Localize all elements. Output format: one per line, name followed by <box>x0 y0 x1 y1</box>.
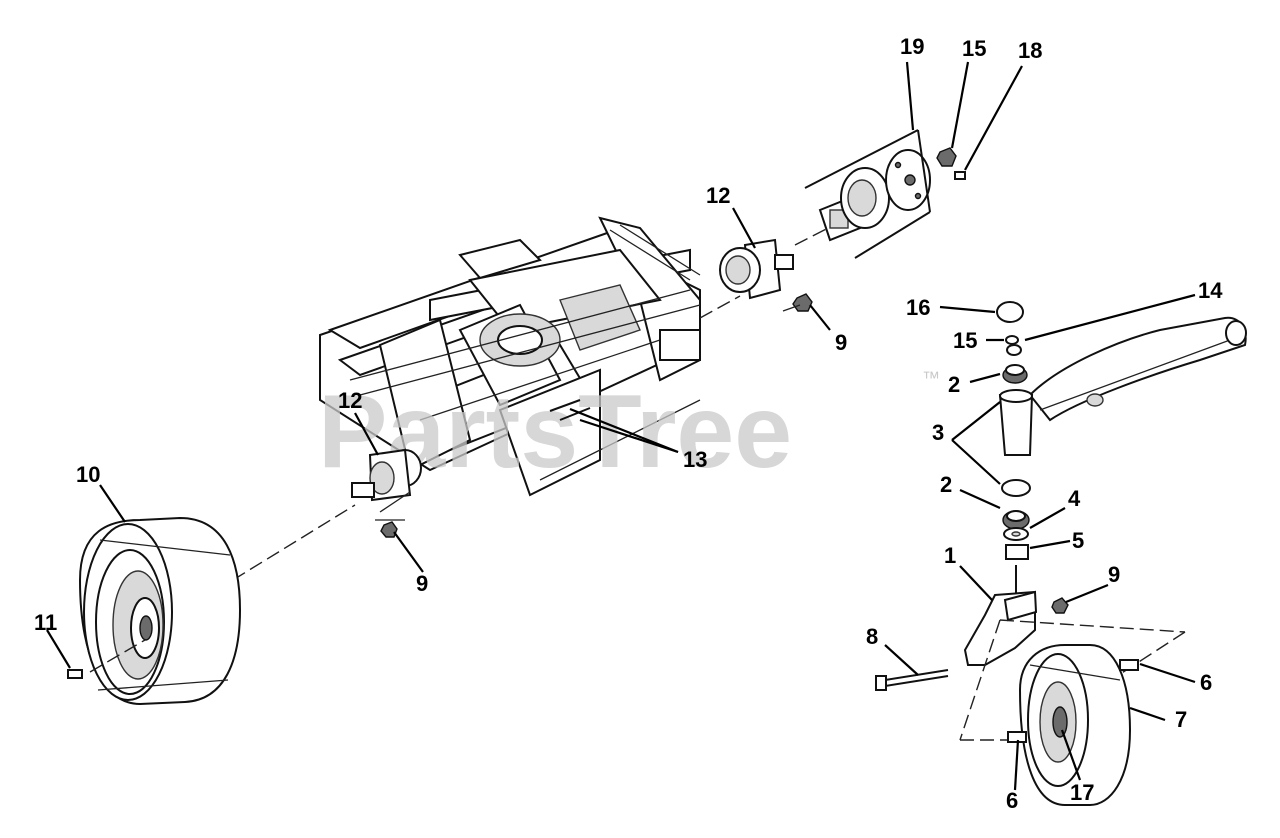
callout-4: 4 <box>1068 486 1081 511</box>
callout-6-right: 6 <box>1200 670 1212 695</box>
callout-13: 13 <box>683 447 707 472</box>
callout-3: 3 <box>932 420 944 445</box>
callout-2-upper: 2 <box>948 372 960 397</box>
rear-wheel <box>67 516 242 706</box>
spindle-hub-upper <box>699 221 841 319</box>
spindle-stack <box>996 301 1034 595</box>
spindle-hub-lower <box>232 448 422 581</box>
callout-8: 8 <box>866 624 878 649</box>
callout-12-lower: 12 <box>338 388 362 413</box>
callout-14: 14 <box>1198 278 1223 303</box>
callout-16: 16 <box>906 295 930 320</box>
caster-fork <box>963 590 1069 666</box>
callout-2-lower: 2 <box>940 472 952 497</box>
callout-15-top: 15 <box>962 36 986 61</box>
callout-15-mid: 15 <box>953 328 977 353</box>
callout-6-bottom: 6 <box>1006 788 1018 813</box>
caster-wheel <box>959 619 1186 806</box>
axle-bolt-8 <box>875 669 949 691</box>
nut-9-upper <box>782 293 813 312</box>
callout-17: 17 <box>1070 780 1094 805</box>
bolts-13 <box>549 399 591 421</box>
leader-lines <box>46 61 1196 791</box>
callout-12-upper: 12 <box>706 183 730 208</box>
chassis-frame <box>319 216 701 497</box>
callout-5: 5 <box>1072 528 1084 553</box>
callout-9-lower: 9 <box>416 571 428 596</box>
callout-7: 7 <box>1175 707 1187 732</box>
callout-11: 11 <box>34 610 57 635</box>
callout-9-upper: 9 <box>835 330 847 355</box>
front-axle-arm <box>1028 316 1247 422</box>
callout-1: 1 <box>944 543 956 568</box>
callout-19: 19 <box>900 34 924 59</box>
watermark-trademark: ™ <box>922 368 940 388</box>
callout-9-right: 9 <box>1108 562 1120 587</box>
brake-assembly <box>804 129 966 259</box>
callout-18: 18 <box>1018 38 1042 63</box>
callout-labels: 19 15 18 12 9 16 14 15 2 3 12 13 10 2 4 … <box>34 34 1223 813</box>
callout-10: 10 <box>76 462 100 487</box>
